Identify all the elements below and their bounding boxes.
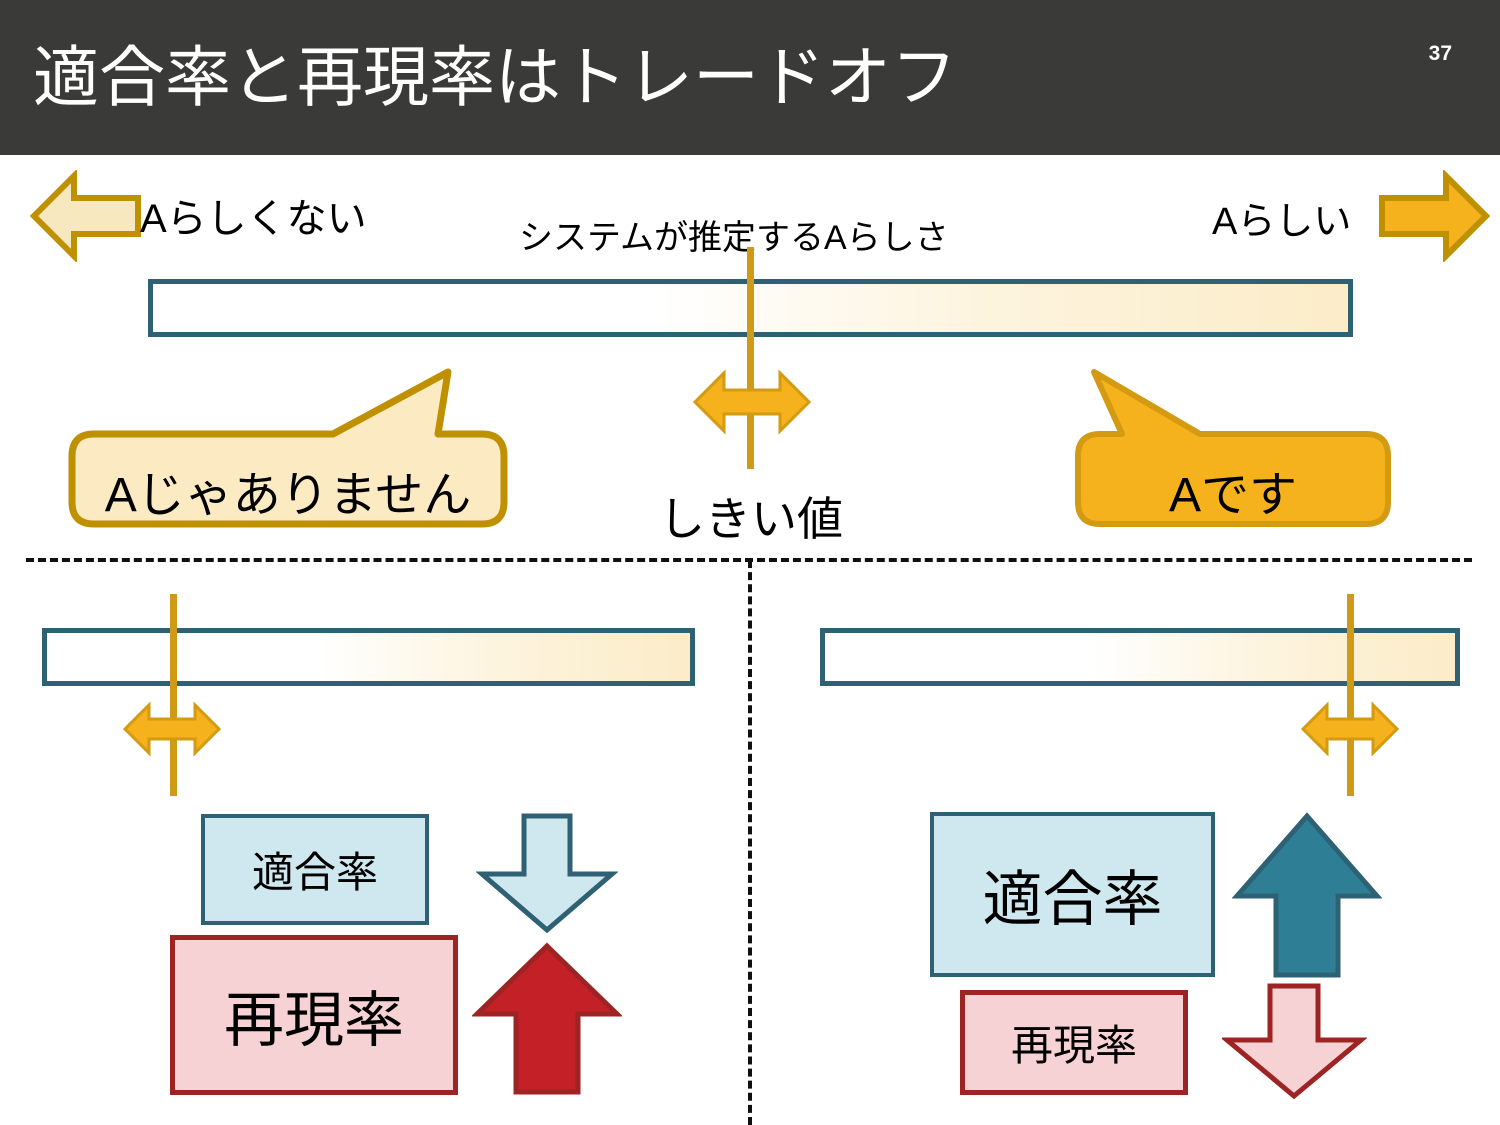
metric-label-precision-right: 適合率 — [982, 866, 1163, 933]
score-bar-left-panel — [42, 628, 695, 686]
metric-box-recall-right: 再現率 — [960, 990, 1188, 1095]
metric-label-precision-left: 適合率 — [251, 849, 378, 896]
arrow-up-icon — [470, 942, 624, 1097]
double-arrow-horizontal-icon — [692, 368, 812, 436]
slide-header — [0, 0, 1500, 155]
arrow-up-icon — [1231, 812, 1383, 980]
arrow-down-icon — [475, 812, 619, 934]
callout-positive: Aです — [1052, 366, 1414, 530]
callout-negative: Aじゃありません — [58, 366, 518, 530]
metric-box-precision-right: 適合率 — [930, 812, 1215, 977]
metric-label-recall-left: 再現率 — [224, 986, 404, 1054]
page-title: 適合率と再現率はトレードオフ — [33, 40, 957, 114]
arrow-right-icon — [1378, 168, 1491, 264]
double-arrow-horizontal-icon — [122, 700, 222, 758]
threshold-label: しきい値 — [659, 493, 843, 545]
threshold-line-main[interactable] — [747, 247, 754, 469]
threshold-line-left-panel[interactable] — [170, 594, 177, 796]
page-number: 37 — [1428, 42, 1452, 65]
arrow-left-icon — [29, 168, 142, 264]
metric-box-recall-left: 再現率 — [170, 935, 458, 1095]
metric-label-recall-right: 再現率 — [1010, 1022, 1137, 1069]
score-bar-right-panel — [820, 628, 1460, 686]
left-extreme-label: Aらしくない — [140, 197, 367, 241]
right-extreme-label: Aらしい — [1212, 201, 1352, 243]
vertical-divider — [748, 560, 752, 1125]
arrow-down-icon — [1220, 982, 1368, 1100]
double-arrow-horizontal-icon — [1300, 700, 1400, 758]
axis-caption: システムが推定するAらしさ — [519, 219, 949, 257]
metric-box-precision-left: 適合率 — [201, 814, 429, 925]
threshold-line-right-panel[interactable] — [1347, 594, 1354, 796]
